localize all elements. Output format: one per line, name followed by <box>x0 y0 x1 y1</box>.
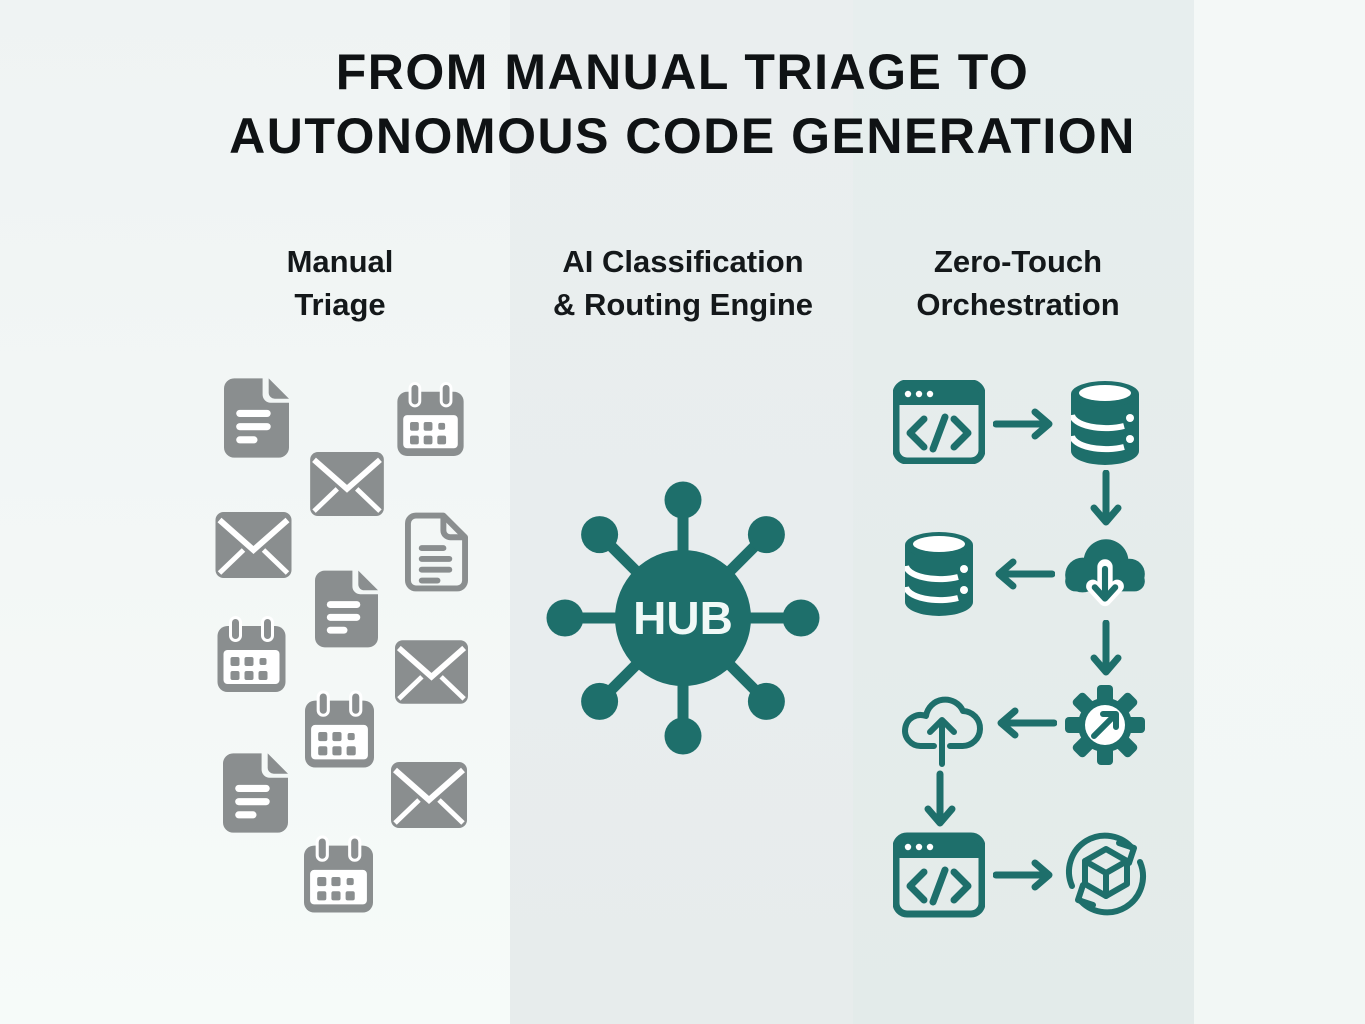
page-title: FROM MANUAL TRIAGE TO AUTONOMOUS CODE GE… <box>0 40 1365 168</box>
column-header-line: Orchestration <box>916 287 1120 322</box>
column-header-ai-engine: AI Classification & Routing Engine <box>508 240 858 326</box>
column-header-manual-triage: Manual Triage <box>165 240 515 326</box>
cloud-upload-icon <box>896 682 988 768</box>
hub-icon: HUB <box>546 481 820 755</box>
page-title-line-2: AUTONOMOUS CODE GENERATION <box>229 108 1136 164</box>
page-title-line-1: FROM MANUAL TRIAGE TO <box>335 44 1030 100</box>
arrow-down-icon <box>1089 470 1123 528</box>
arrow-right-icon <box>993 407 1057 441</box>
cloud-download-icon <box>1057 528 1153 618</box>
code-window-icon <box>893 832 985 918</box>
cube-sync-icon <box>1058 826 1154 922</box>
arrow-left-icon <box>993 706 1057 740</box>
code-window-icon <box>893 380 985 464</box>
column-header-line: & Routing Engine <box>552 287 814 322</box>
gear-arrow-icon <box>1062 682 1148 768</box>
arrow-right-icon <box>993 858 1057 892</box>
arrow-down-icon <box>923 770 957 830</box>
column-header-line: Triage <box>294 287 386 322</box>
column-header-zero-touch: Zero-Touch Orchestration <box>843 240 1193 326</box>
column-header-line: Manual <box>286 244 394 279</box>
arrow-down-icon <box>1089 620 1123 678</box>
database-icon <box>1071 381 1139 465</box>
column-header-line: AI Classification <box>562 244 804 279</box>
background-band-right <box>1194 0 1365 1024</box>
arrow-left-icon <box>991 557 1055 591</box>
column-header-line: Zero-Touch <box>933 244 1103 279</box>
database-icon <box>905 532 973 616</box>
hub-label: HUB <box>633 592 733 644</box>
